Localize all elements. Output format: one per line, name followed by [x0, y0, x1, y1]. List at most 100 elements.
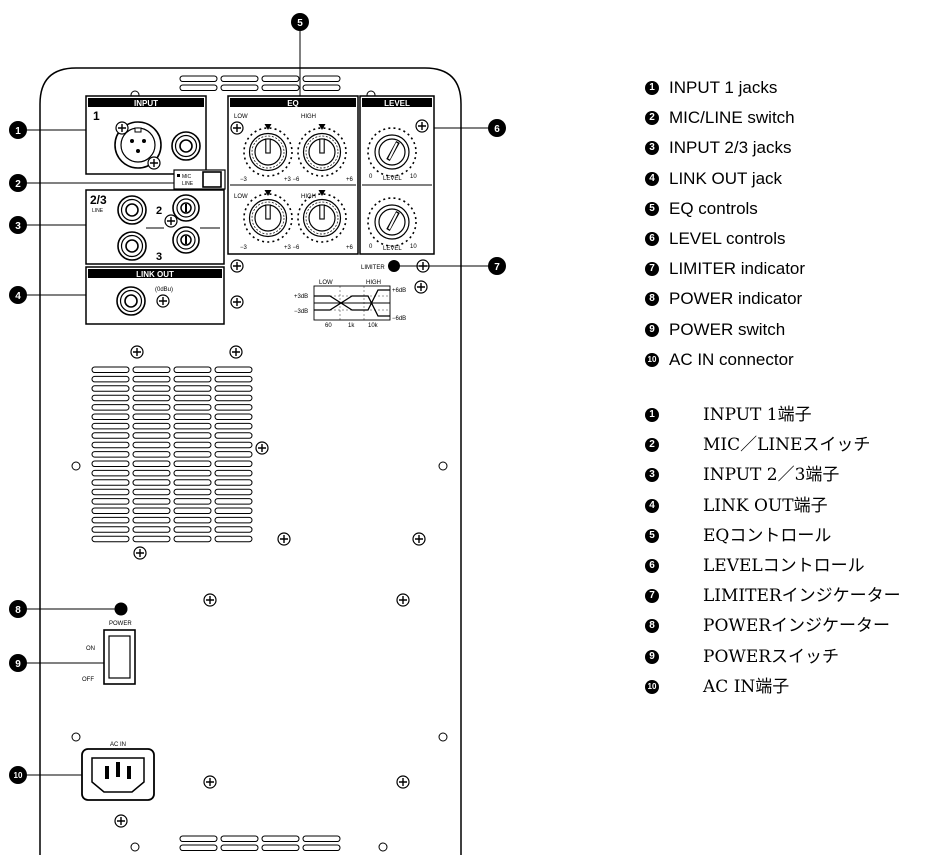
limiter-indicator: LIMITER: [361, 259, 430, 273]
svg-text:2: 2: [15, 179, 21, 190]
linkout-phone-jack[interactable]: [116, 286, 146, 316]
ac-in-connector[interactable]: AC IN: [81, 742, 155, 801]
svg-text:+6: +6: [346, 177, 354, 183]
legend-label: MIC/LINE switch: [669, 108, 795, 128]
svg-text:1k: 1k: [348, 323, 355, 329]
svg-text:3: 3: [156, 251, 162, 263]
legend-number: 9: [645, 322, 659, 337]
legend-label: LIMITERインジケーター: [703, 586, 901, 607]
svg-text:LEVEL: LEVEL: [384, 99, 410, 108]
legend-number: 4: [645, 498, 659, 513]
vent-slot: [173, 451, 212, 458]
svg-text:6: 6: [494, 124, 500, 135]
svg-text:HIGH: HIGH: [301, 194, 316, 200]
vent-slot: [132, 488, 171, 496]
xlr-jack[interactable]: [114, 121, 162, 170]
svg-text:9: 9: [15, 659, 21, 670]
vent-slot: [214, 413, 253, 420]
vent-slot: [91, 422, 130, 430]
legend-label: LINK OUT端子: [703, 495, 828, 516]
svg-text:LEVEL: LEVEL: [383, 246, 402, 252]
input1-phone-jack[interactable]: [171, 131, 201, 161]
power-indicator: POWER: [109, 602, 132, 627]
legend-label: EQコントロール: [703, 525, 832, 546]
vent-slot: [173, 516, 212, 524]
legend-label: AC IN端子: [703, 676, 790, 697]
vent-slot: [214, 441, 253, 449]
vent-slot: [132, 469, 171, 477]
input2-rca-jack[interactable]: [172, 194, 200, 222]
svg-text:3: 3: [15, 221, 21, 232]
legend-number: 10: [645, 679, 659, 694]
level-knob-2[interactable]: [367, 197, 417, 247]
vent-slot: [214, 479, 253, 486]
svg-text:OFF: OFF: [82, 677, 94, 683]
svg-text:+6dB: +6dB: [392, 288, 406, 294]
svg-text:LIMITER: LIMITER: [361, 265, 385, 271]
vent-slot: [132, 516, 171, 524]
input1-section: INPUT 1: [85, 95, 207, 175]
level-knob-1[interactable]: [367, 127, 417, 177]
vent-slot: [214, 460, 253, 467]
vent-slot: [173, 422, 212, 430]
mic-line-switch[interactable]: MIC LINE: [173, 169, 226, 190]
vent-slot: [132, 498, 171, 505]
legend-number: 2: [645, 438, 659, 453]
vent-slot: [132, 451, 171, 458]
vent-slot: [132, 413, 171, 420]
legend-number: 1: [645, 81, 659, 95]
legend-label: INPUT 1 jacks: [669, 78, 778, 97]
svg-text:10k: 10k: [368, 323, 379, 329]
svg-text:+3dB: +3dB: [294, 294, 308, 300]
vent-slot: [214, 507, 253, 514]
input2-phone-jack[interactable]: [117, 195, 147, 225]
svg-text:EQ: EQ: [287, 99, 299, 108]
vent-slot: [214, 469, 253, 477]
vent-slot: [173, 394, 212, 402]
svg-text:5: 5: [297, 18, 303, 29]
svg-text:+3 −6: +3 −6: [284, 177, 300, 183]
svg-text:POWER: POWER: [109, 621, 132, 627]
vent-slot: [173, 498, 212, 505]
vent-slot: [214, 498, 253, 505]
callout-3: 3: [9, 216, 27, 234]
vent-slot: [214, 422, 253, 430]
svg-text:LINE: LINE: [182, 181, 194, 187]
mount-hole: [71, 461, 81, 471]
rear-panel-diagram: INPUT 1 EQ LOW HIGH −3 +3 −6 +6 LOW HIGH…: [9, 13, 506, 855]
vent-slot: [91, 469, 130, 477]
legend-label: MIC／LINEスイッチ: [703, 435, 871, 456]
svg-text:10: 10: [14, 771, 23, 780]
vent-slot: [132, 507, 171, 514]
svg-text:8: 8: [15, 605, 21, 616]
legend-number: 4: [645, 171, 659, 186]
svg-text:7: 7: [494, 262, 500, 273]
vent-slot: [173, 488, 212, 496]
vent-slot: [132, 432, 171, 439]
legend-number: 7: [645, 262, 659, 277]
power-switch[interactable]: ON OFF: [82, 629, 136, 685]
vent-slot: [132, 460, 171, 467]
vent-slot: [214, 385, 253, 392]
svg-text:−3: −3: [240, 245, 248, 251]
vent-slot: [91, 432, 130, 439]
input3-phone-jack[interactable]: [117, 231, 147, 261]
input3-rca-jack[interactable]: [172, 226, 200, 254]
vent-slot: [91, 375, 130, 383]
legend-number: 6: [645, 231, 659, 246]
legend-label: LEVELコントロール: [703, 555, 865, 576]
svg-text:+6: +6: [346, 245, 354, 251]
vent-slot: [132, 366, 171, 373]
vent-slot: [132, 394, 171, 402]
callout-6: 6: [488, 119, 506, 137]
vent-slot: [173, 441, 212, 449]
